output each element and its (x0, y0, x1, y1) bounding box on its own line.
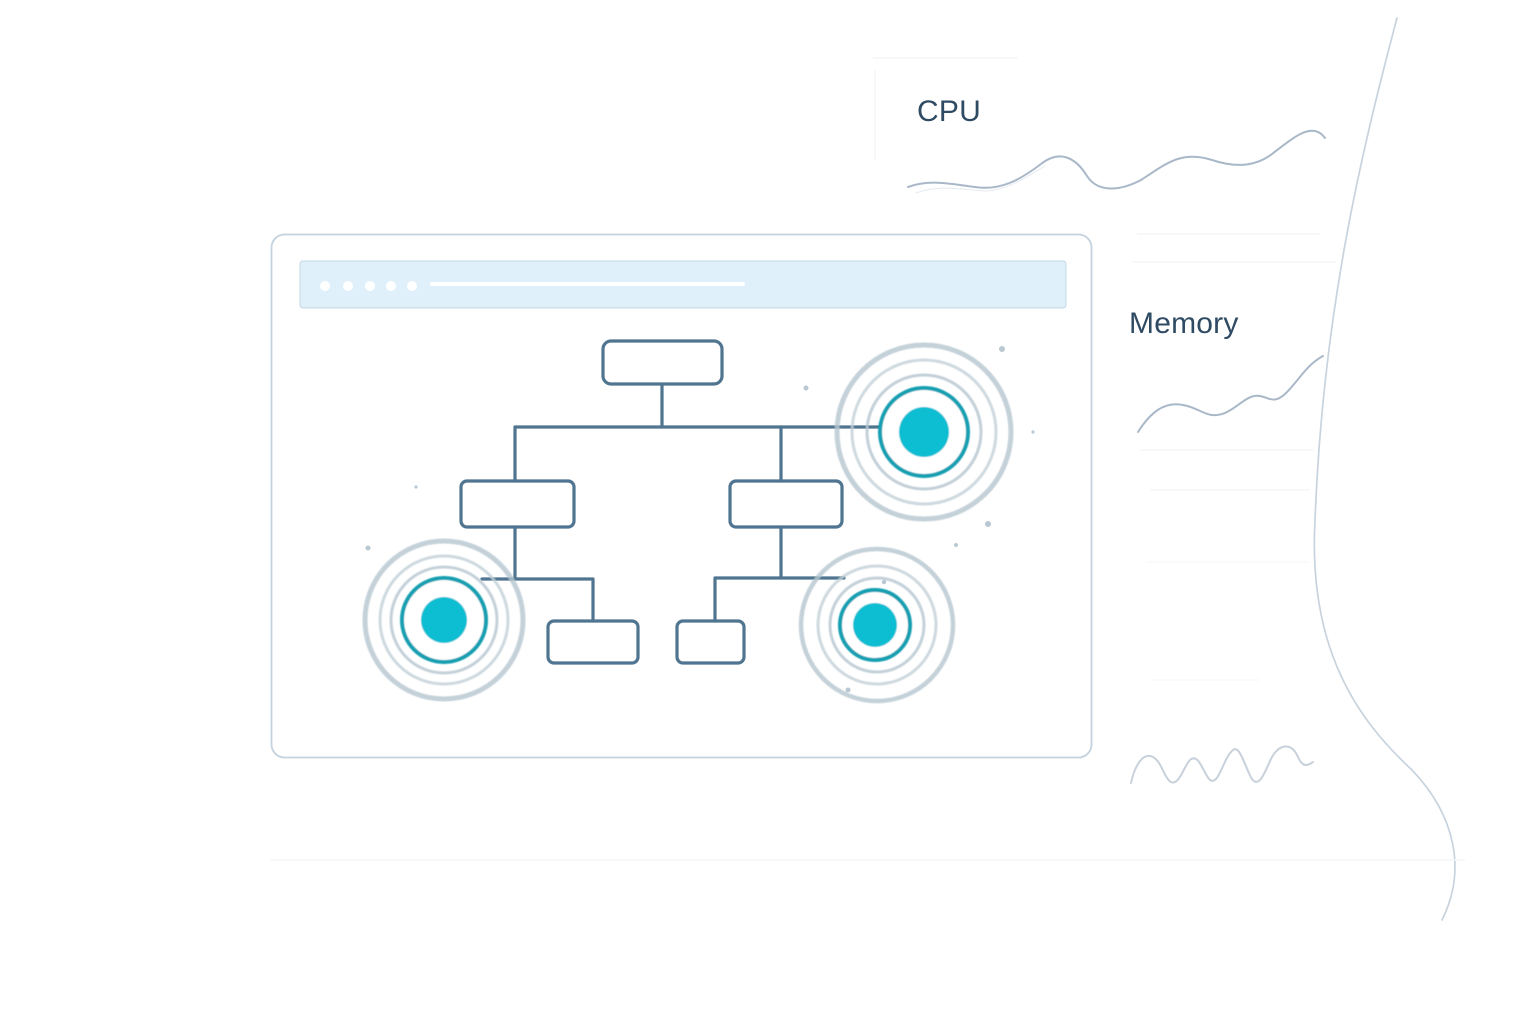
active-node-icon (421, 597, 467, 643)
halo-outer (362, 538, 526, 702)
panel-top-line (873, 57, 1018, 160)
halo-outer (834, 342, 1014, 522)
memory-label: Memory (1129, 307, 1239, 340)
active-node-icon (899, 407, 949, 457)
cpu-chart (907, 129, 1326, 194)
particle (954, 543, 958, 547)
browser-dot-4 (386, 281, 396, 291)
particle (803, 385, 809, 391)
panel-divider-upper (1132, 233, 1336, 263)
active-node-bottom-right (798, 546, 956, 704)
particle (845, 687, 851, 693)
cpu-line (907, 129, 1326, 190)
metrics-side-panel (270, 17, 1465, 921)
browser-dot-2 (343, 281, 353, 291)
cpu-label: CPU (917, 95, 981, 128)
browser-url-line (430, 282, 745, 286)
particle (365, 545, 371, 551)
active-node-bottom-left (362, 538, 526, 702)
halo-inner (828, 576, 926, 674)
memory-chart (1137, 355, 1324, 433)
right-child-node (728, 479, 844, 529)
panel-divider-middle (1140, 449, 1314, 491)
lower-chart (1130, 745, 1314, 784)
memory-line (1137, 355, 1324, 433)
halo-middle (378, 554, 510, 686)
lower-line (1130, 745, 1314, 784)
particle (1031, 430, 1035, 434)
left-child-node (459, 479, 576, 529)
particle (881, 579, 887, 585)
panel-edge-curve (1313, 17, 1456, 921)
halo-middle (816, 564, 938, 686)
main-horizontal-connector (513, 425, 881, 483)
right-lower-connector (713, 525, 783, 623)
halo-outer (798, 546, 956, 704)
cpu-line-shadow (915, 165, 1046, 194)
active-node-top-right (834, 342, 1014, 522)
halo-middle (850, 358, 998, 506)
browser-dot-1 (320, 281, 330, 291)
particle (985, 521, 991, 527)
decorative-particles (365, 346, 1035, 693)
hierarchy-diagram (459, 339, 881, 665)
halo-inner (865, 373, 983, 491)
panel-divider-lower (1146, 561, 1310, 681)
active-node-icon (853, 603, 897, 647)
right-leaf-node (675, 619, 746, 665)
left-lower-connector (513, 525, 595, 623)
browser-dot-5 (407, 281, 417, 291)
browser-dot-3 (365, 281, 375, 291)
particle (999, 346, 1005, 352)
particle (414, 485, 418, 489)
halo-inner (389, 565, 499, 675)
